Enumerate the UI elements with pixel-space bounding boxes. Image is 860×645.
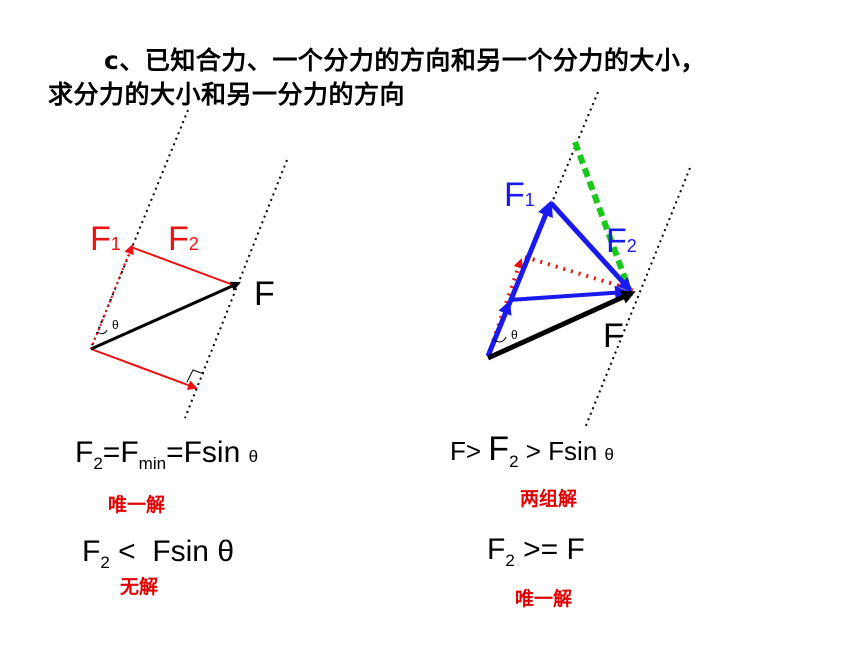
ltf-b: =F bbox=[102, 436, 139, 469]
left-right-angle-mark bbox=[186, 369, 205, 383]
left-direction-line-1 bbox=[90, 109, 189, 349]
right-f2-label: F2 bbox=[606, 222, 637, 261]
left-f2-label: F2 bbox=[168, 220, 199, 259]
right-f1-label: F1 bbox=[504, 176, 535, 215]
rbf-a: F bbox=[487, 533, 506, 566]
left-theta-label: θ bbox=[112, 318, 119, 332]
right-f2-long-arrow bbox=[549, 201, 633, 293]
ltf-c: =Fsin bbox=[166, 436, 249, 469]
rbf-b: >= F bbox=[514, 533, 585, 566]
left-diagram bbox=[90, 109, 288, 419]
right-f1-sub: 1 bbox=[524, 190, 535, 210]
left-no-solution-note: 无解 bbox=[120, 576, 159, 598]
right-f-label: F bbox=[603, 317, 624, 355]
right-red-dotted-across bbox=[524, 255, 634, 292]
left-f-label: F bbox=[254, 275, 275, 313]
right-unique-solution-note: 唯一解 bbox=[515, 588, 573, 610]
right-green-dashed bbox=[572, 140, 633, 294]
right-diagram bbox=[485, 91, 691, 429]
left-top-formula: F2=Fmin=Fsin θ bbox=[75, 436, 258, 474]
rtf-theta: θ bbox=[604, 445, 614, 464]
heading-line-1-text: 、已知合力、一个分力的方向和另一个分力的大小， bbox=[119, 46, 706, 75]
right-theta-arc bbox=[493, 336, 507, 343]
left-unique-solution-note: 唯一解 bbox=[108, 494, 166, 516]
right-direction-line-2 bbox=[584, 167, 691, 429]
lbf-a: F bbox=[82, 535, 101, 568]
right-f2-main: F bbox=[606, 222, 627, 260]
rtf-c: > Fsin bbox=[518, 436, 605, 466]
right-f1-main: F bbox=[504, 176, 525, 214]
ltf-a: F bbox=[75, 436, 94, 469]
lbf-b: < Fsin θ bbox=[109, 535, 235, 568]
heading-c: c bbox=[104, 46, 120, 75]
right-theta-label: θ bbox=[511, 328, 518, 342]
ltf-b-sub: min bbox=[138, 454, 167, 473]
right-f1-short-arrow bbox=[486, 300, 512, 357]
left-theta-arc bbox=[96, 329, 108, 335]
left-f1-sub: 1 bbox=[110, 234, 121, 254]
rtf-b-sub: 2 bbox=[509, 452, 519, 471]
ltf-a-sub: 2 bbox=[93, 454, 103, 473]
heading-line-2: 求分力的大小和另一分力的方向 bbox=[48, 80, 406, 109]
right-two-solutions-note: 两组解 bbox=[520, 488, 578, 510]
left-bottom-formula: F2 < Fsin θ bbox=[82, 535, 234, 573]
lbf-a-sub: 2 bbox=[100, 553, 110, 572]
left-f1-label: F1 bbox=[90, 220, 121, 259]
rtf-a: F> bbox=[450, 436, 489, 466]
right-f2-short-arrow bbox=[508, 285, 629, 302]
left-resultant-f-arrow bbox=[90, 281, 241, 351]
left-f2-main: F bbox=[168, 220, 189, 258]
left-f2-bottom-arrow bbox=[90, 348, 198, 390]
left-f2-sub: 2 bbox=[188, 234, 199, 254]
left-f1-dotted bbox=[90, 244, 134, 350]
left-f1-main: F bbox=[90, 220, 111, 258]
rtf-b: F bbox=[488, 430, 510, 468]
right-resultant-f-arrow bbox=[486, 290, 636, 361]
ltf-theta: θ bbox=[248, 447, 259, 466]
heading-line-1: c、已知合力、一个分力的方向和另一个分力的大小， bbox=[104, 46, 706, 76]
right-top-formula: F> F2 > Fsin θ bbox=[450, 430, 614, 472]
right-bottom-formula: F2 >= F bbox=[487, 533, 585, 571]
rbf-a-sub: 2 bbox=[505, 551, 515, 570]
left-f2-top-arrow bbox=[130, 246, 237, 287]
right-f2-sub: 2 bbox=[626, 236, 637, 256]
